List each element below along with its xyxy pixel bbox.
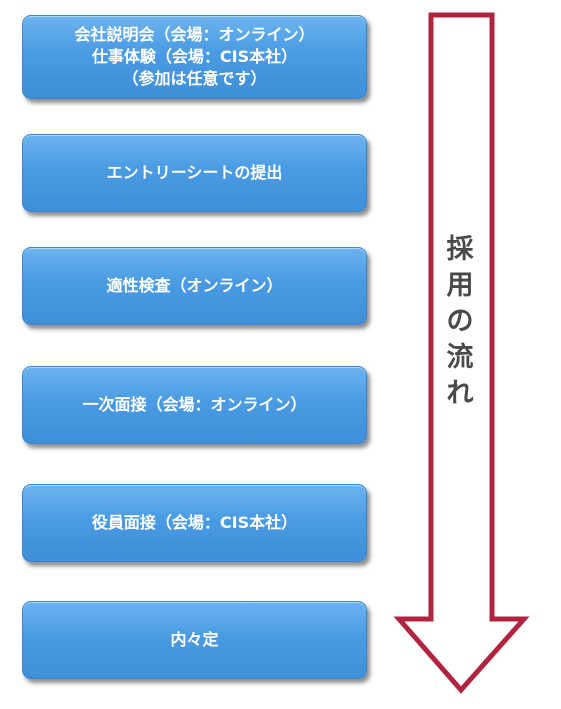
flow-label-char: 流	[446, 342, 474, 373]
step-label: 一次面接（会場：オンライン）	[82, 395, 307, 414]
step-label: （参加は任意です）	[122, 69, 267, 88]
step-label: 適性検査（オンライン）	[106, 276, 283, 295]
step-box: 適性検査（オンライン）	[22, 247, 367, 325]
step-label: 内々定	[170, 630, 219, 649]
flow-label-char: 用	[446, 270, 474, 301]
step-label: エントリーシートの提出	[106, 163, 283, 182]
step-box: 役員面接（会場：CIS本社）	[22, 484, 367, 562]
step-box: 一次面接（会場：オンライン）	[22, 366, 367, 444]
step-box: エントリーシートの提出	[22, 134, 367, 212]
flow-label-char: 採	[446, 234, 474, 265]
flow-label-char: の	[446, 306, 474, 337]
step-box: 会社説明会（会場：オンライン） 仕事体験（会場：CIS本社） （参加は任意です）	[22, 15, 367, 99]
flow-label-char: れ	[446, 378, 474, 409]
flow-label: 採 用 の 流 れ	[433, 232, 487, 412]
step-box: 内々定	[22, 601, 367, 679]
step-label: 会社説明会（会場：オンライン）	[74, 25, 315, 44]
step-label: 仕事体験（会場：CIS本社）	[91, 47, 298, 66]
step-label: 役員面接（会場：CIS本社）	[91, 513, 298, 532]
